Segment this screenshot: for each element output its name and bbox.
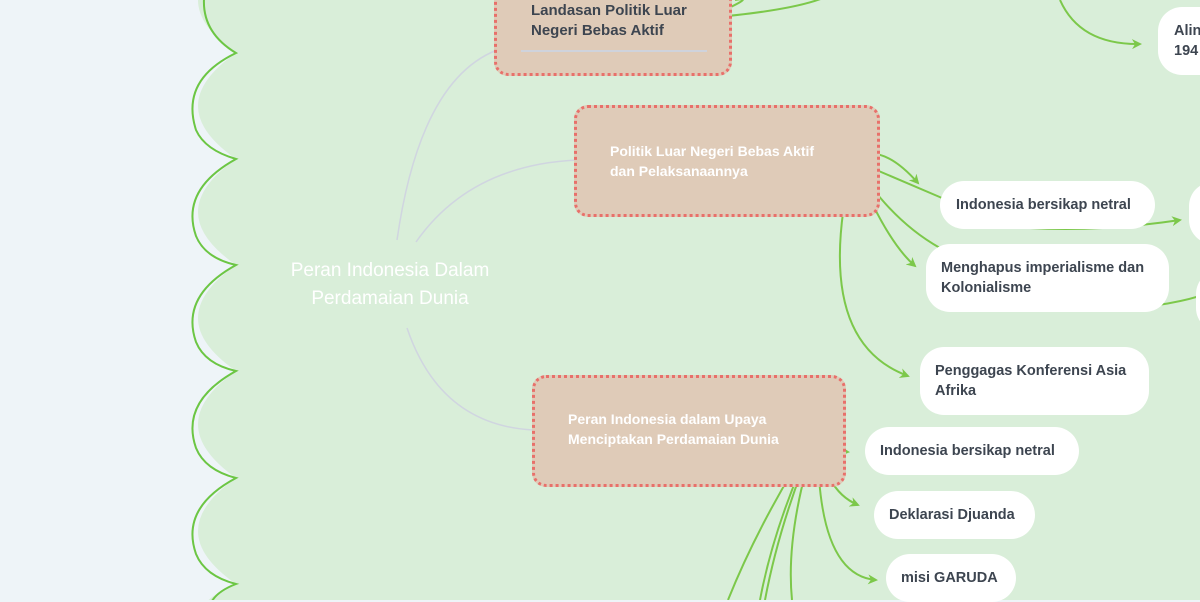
topic-landasan-politik[interactable]: Landasan Politik Luar Negeri Bebas Aktif <box>494 0 732 76</box>
topic-landasan-line2: Negeri Bebas Aktif <box>531 22 664 39</box>
leaf-indonesia-bersikap-netral-2[interactable]: Indonesia bersikap netral <box>865 427 1079 475</box>
root-connectors <box>396 49 578 431</box>
leaf-label: misi GARUDA <box>901 570 998 586</box>
topic-peran-line2: Menciptakan Perdamaian Dunia <box>568 431 779 447</box>
topic-peran-line1: Peran Indonesia dalam Upaya <box>568 411 767 427</box>
leaf-alinea-line2: 194 <box>1174 43 1199 59</box>
leaf-alinea[interactable]: Alin 194 <box>1158 7 1200 75</box>
topic-underline <box>521 50 707 52</box>
root-topic-line1: Peran Indonesia Dalam <box>290 260 490 281</box>
leaf-offscreen-right-1[interactable] <box>1189 182 1200 244</box>
topic-politik-line1: Politik Luar Negeri Bebas Aktif <box>610 143 815 159</box>
leaf-label-line2: Kolonialisme <box>941 280 1032 296</box>
leaf-misi-garuda[interactable]: misi GARUDA <box>886 554 1016 602</box>
root-topic-line2: Perdamaian Dunia <box>311 288 469 309</box>
leaf-label-line2: Afrika <box>935 383 977 399</box>
leaf-label-line1: Penggagas Konferensi Asia <box>935 363 1127 379</box>
scallop-edge <box>191 0 240 600</box>
leaf-label: Indonesia bersikap netral <box>956 197 1131 213</box>
leaf-alinea-line1: Alin <box>1174 23 1200 39</box>
leaf-label: Deklarasi Djuanda <box>889 507 1015 523</box>
leaf-deklarasi-djuanda[interactable]: Deklarasi Djuanda <box>874 491 1035 539</box>
topic-peran-indonesia[interactable]: Peran Indonesia dalam Upaya Menciptakan … <box>532 375 846 487</box>
topic-politik-luar-negeri[interactable]: Politik Luar Negeri Bebas Aktif dan Pela… <box>574 105 880 217</box>
topic-politik-line2: dan Pelaksanaannya <box>610 163 748 179</box>
topic-landasan-line1: Landasan Politik Luar <box>531 2 687 19</box>
leaf-label-line1: Menghapus imperialisme dan <box>941 260 1145 276</box>
leaf-menghapus-imperialisme[interactable]: Menghapus imperialisme dan Kolonialisme <box>926 244 1169 312</box>
leaf-label: Indonesia bersikap netral <box>880 443 1055 459</box>
root-topic[interactable]: Peran Indonesia Dalam Perdamaian Dunia <box>260 257 520 313</box>
leaf-indonesia-bersikap-netral-1[interactable]: Indonesia bersikap netral <box>940 181 1155 229</box>
leaf-penggagas-kaa[interactable]: Penggagas Konferensi Asia Afrika <box>920 347 1149 415</box>
leaf-offscreen-right-2[interactable] <box>1196 270 1200 332</box>
